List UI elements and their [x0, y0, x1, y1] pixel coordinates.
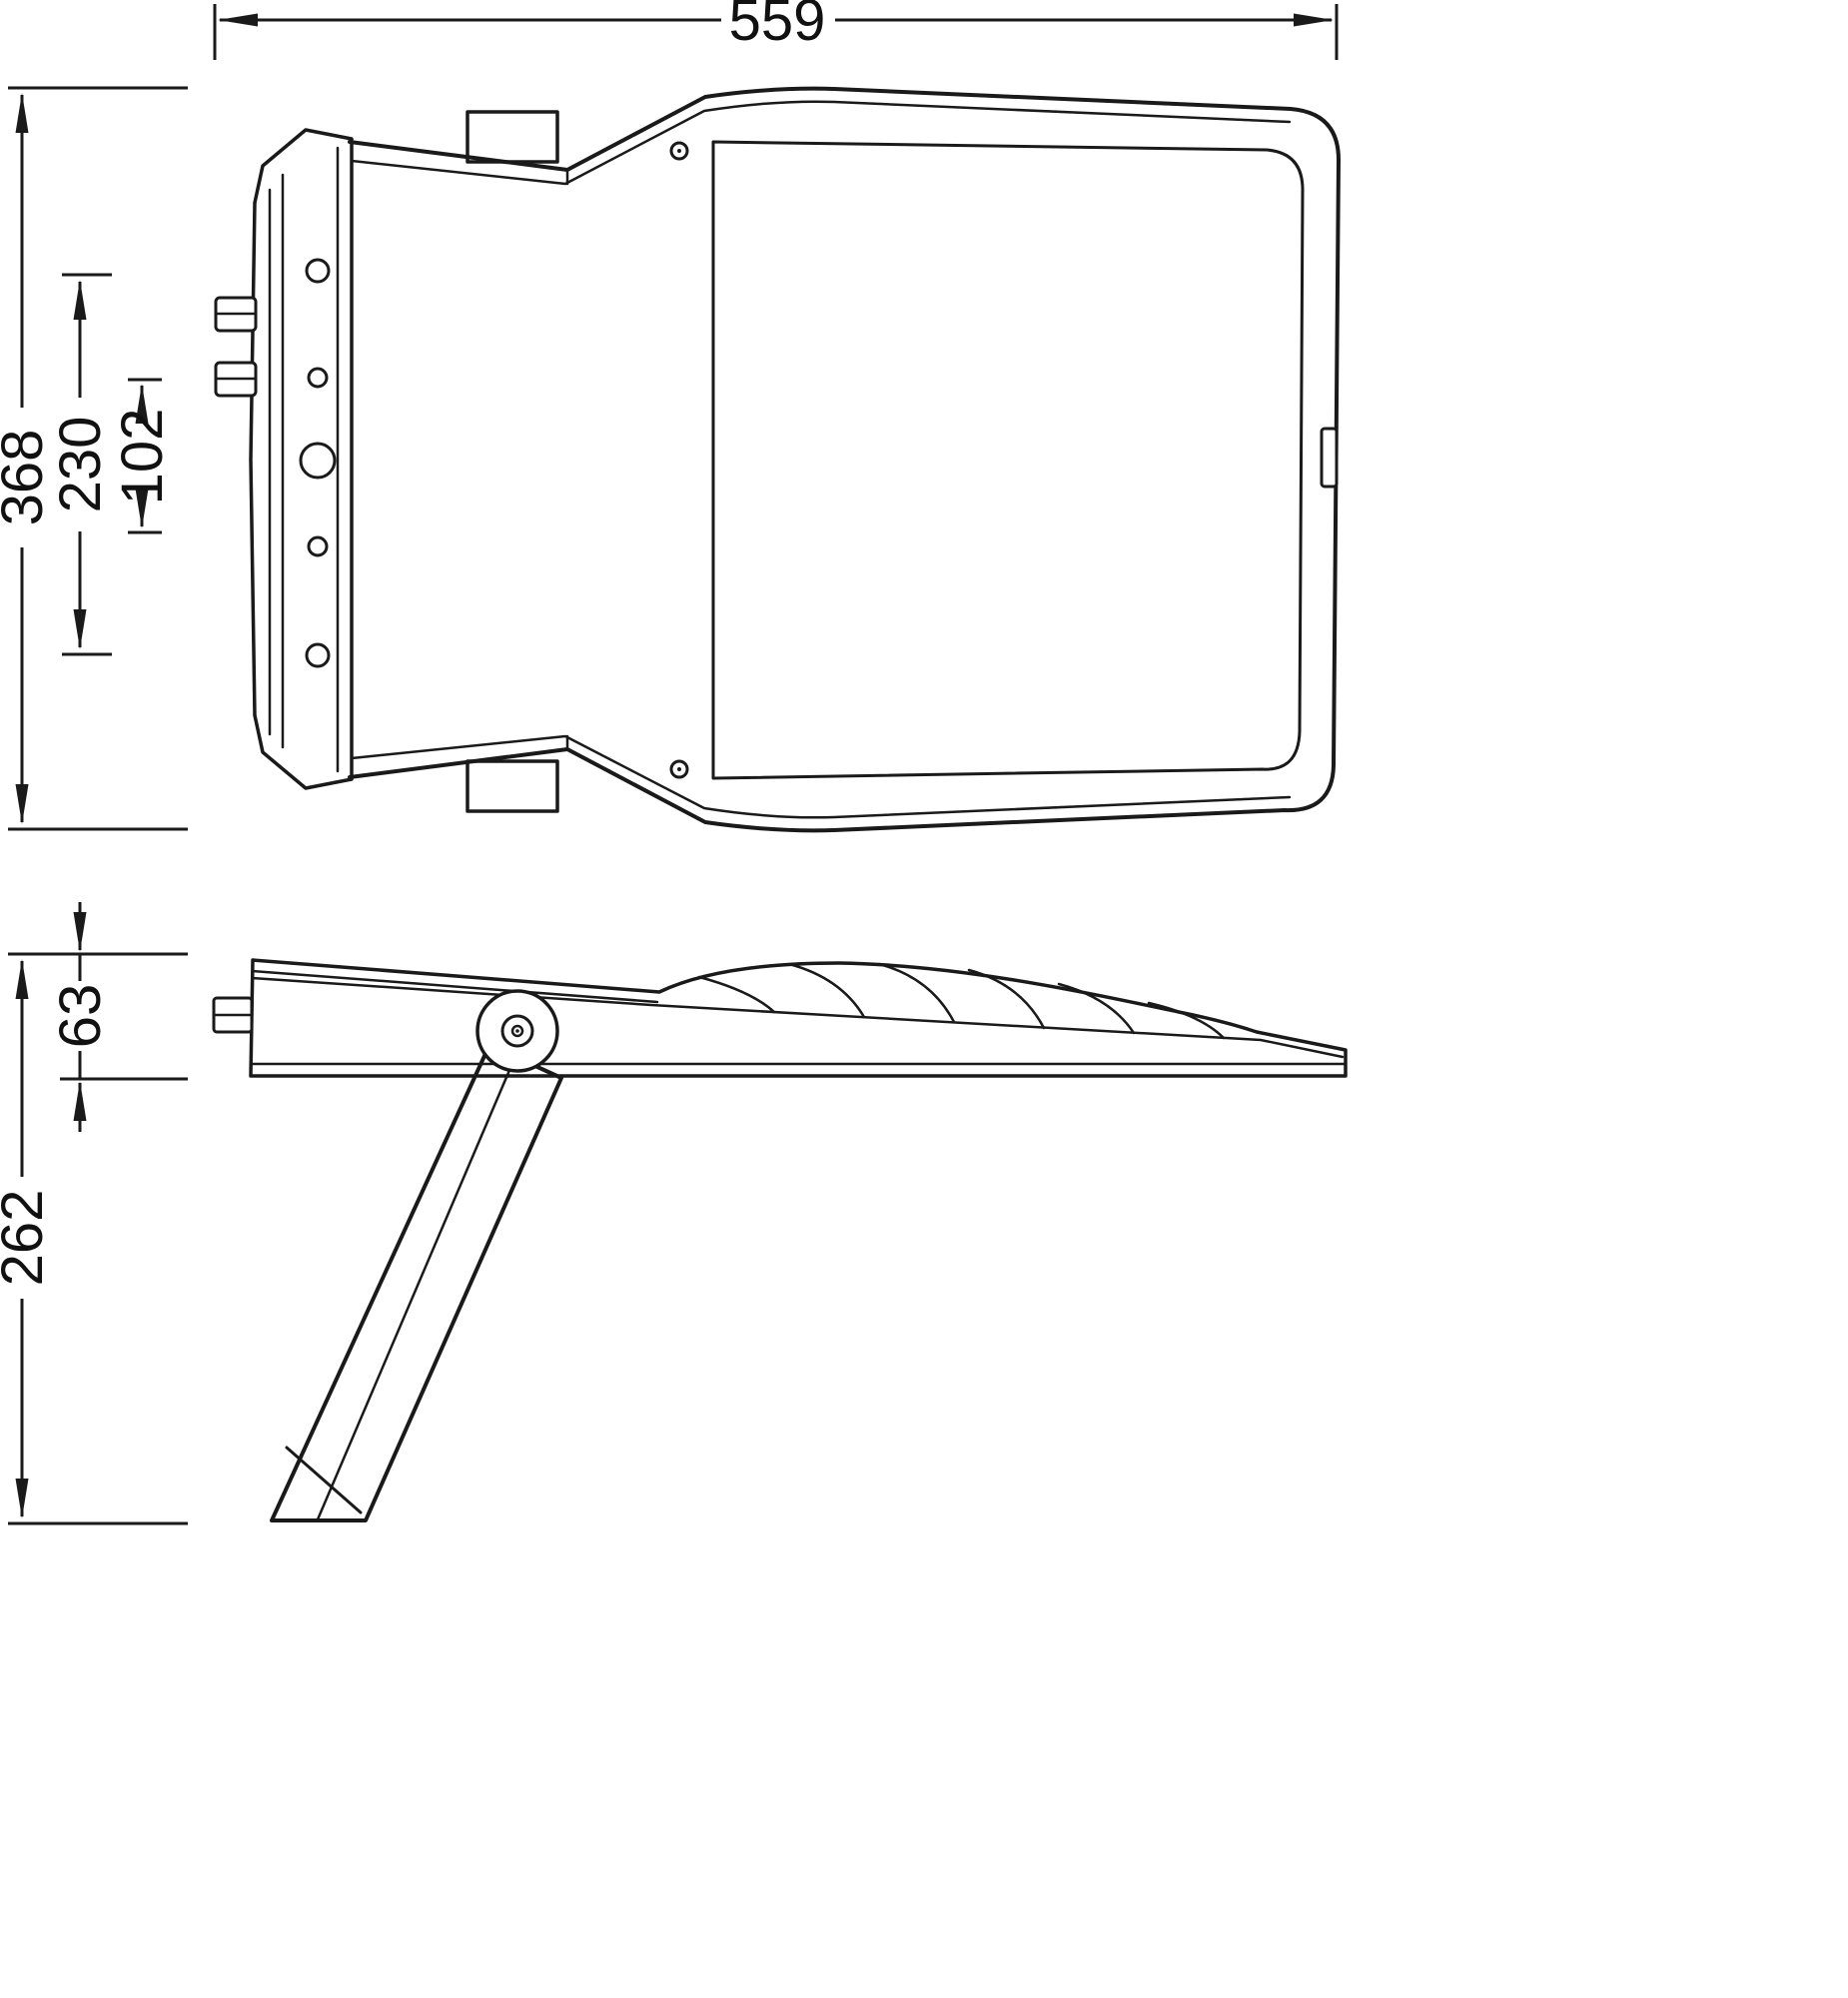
cable-gland-top	[214, 296, 258, 333]
mount-hole	[305, 642, 331, 668]
side-seam-line	[251, 976, 1345, 1059]
foot-chamfer-line	[285, 1446, 363, 1514]
lens-panel	[711, 140, 1305, 780]
bottom-tab	[465, 759, 559, 813]
housing-inner-edge-top	[350, 100, 1292, 186]
screw-dot	[677, 149, 681, 153]
dim-label-230: 230	[48, 417, 113, 513]
top-view	[214, 86, 1341, 833]
dim-overall-depth: 368	[0, 86, 188, 831]
dim-label-262: 262	[0, 1190, 55, 1287]
pivot-hinge	[475, 989, 559, 1073]
mount-hole-center	[299, 442, 337, 480]
screw-dot	[677, 767, 681, 771]
mount-hole	[305, 258, 331, 284]
stand-leg	[270, 1043, 563, 1522]
dim-overall-height: 262	[0, 959, 188, 1525]
visor-ribs	[697, 962, 1226, 1040]
dim-label-102: 102	[110, 409, 175, 505]
dim-inner-pitch-230: 230	[48, 273, 113, 656]
mount-hole	[307, 535, 329, 557]
side-body-outline	[249, 958, 1348, 1078]
dim-inner-pitch-102: 102	[110, 378, 175, 534]
dim-label-559: 559	[729, 0, 826, 53]
dim-label-368: 368	[0, 430, 55, 526]
dim-label-63: 63	[48, 984, 113, 1049]
side-seam-line	[251, 969, 659, 1004]
side-clip	[1320, 427, 1339, 489]
dim-housing-thickness: 63	[8, 902, 188, 1132]
housing-inner-edge-bottom	[350, 734, 1292, 819]
cable-gland-bottom	[214, 361, 258, 398]
top-tab	[465, 110, 559, 164]
cable-gland-side	[212, 996, 254, 1034]
side-view	[212, 958, 1348, 1522]
housing-outline	[348, 86, 1341, 833]
dim-overall-width: 559	[213, 0, 1339, 60]
mount-hole	[307, 367, 329, 389]
